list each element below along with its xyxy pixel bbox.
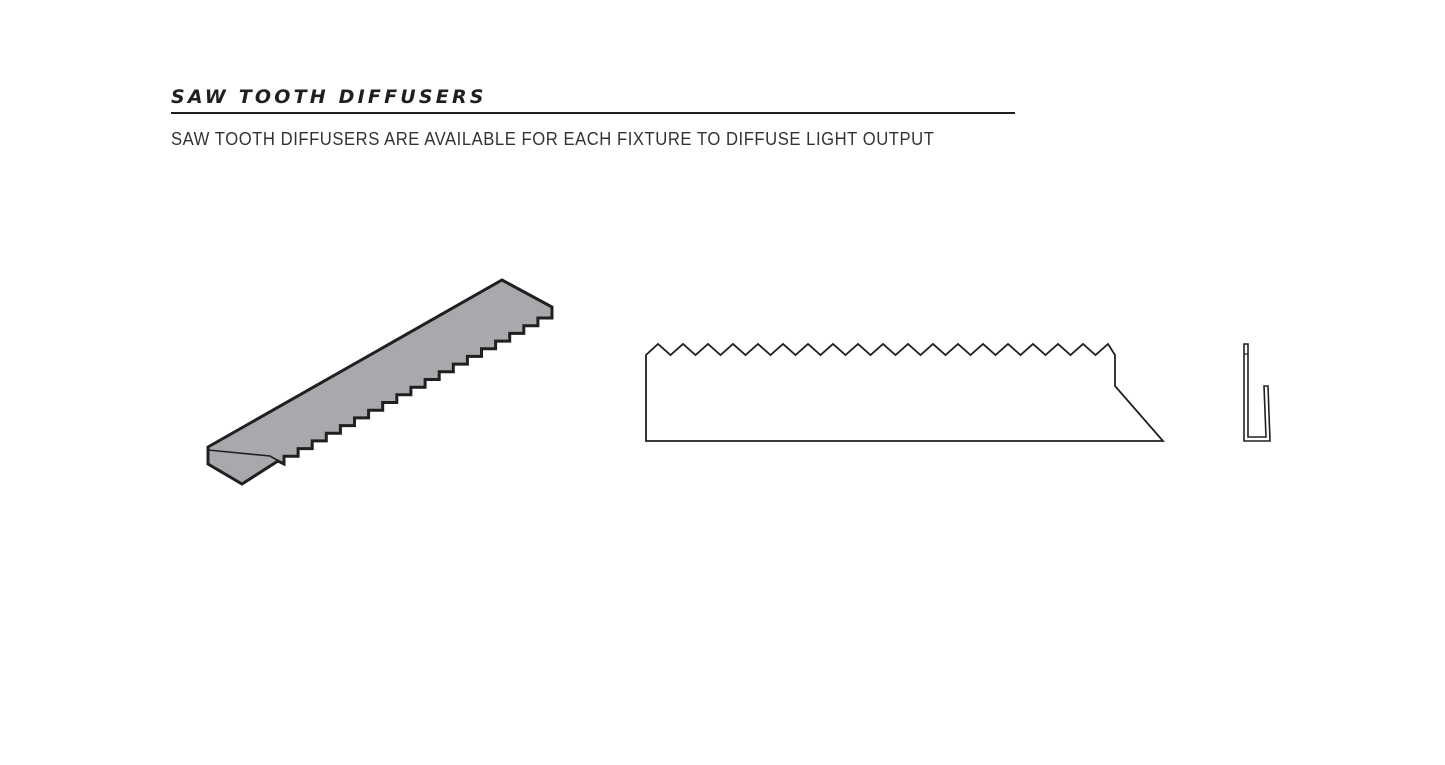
title-underline	[171, 112, 1015, 114]
section-title: SAW TOOTH DIFFUSERS	[171, 86, 487, 108]
side-profile-illustration	[645, 342, 1165, 442]
section-description: SAW TOOTH DIFFUSERS ARE AVAILABLE FOR EA…	[171, 128, 935, 149]
isometric-diffuser-illustration	[206, 278, 554, 486]
end-profile-illustration	[1243, 343, 1271, 442]
